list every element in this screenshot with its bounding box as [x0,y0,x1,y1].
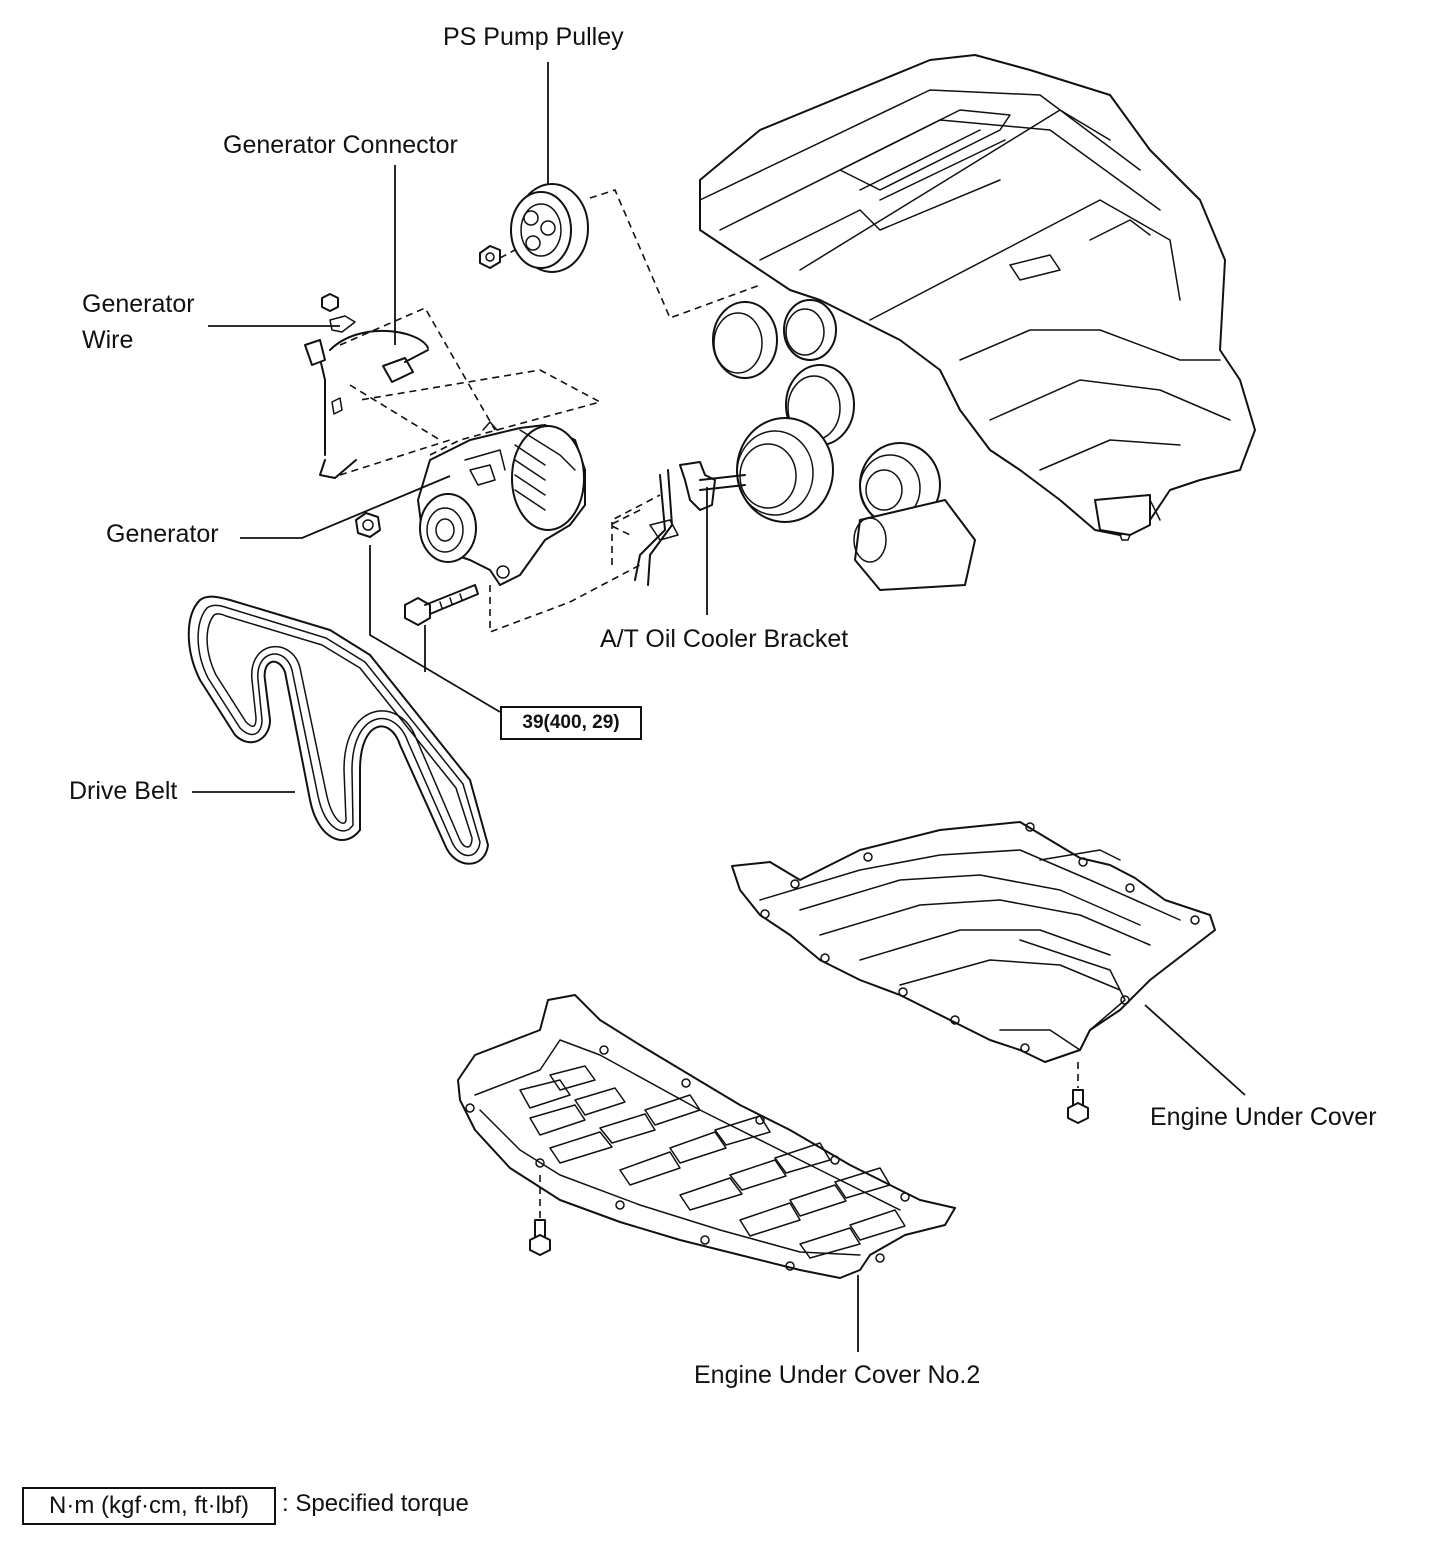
engine-under-cover-label: Engine Under Cover [1150,1103,1377,1131]
generator-label: Generator [106,520,219,548]
torque-spec-box: 39(400, 29) [500,706,642,740]
engine-under-cover-no2-label: Engine Under Cover No.2 [694,1361,981,1389]
generator-bolt [404,584,479,626]
legend-description: : Specified torque [282,1490,469,1517]
engine-block [699,54,1256,541]
drive-belt [187,595,489,865]
generator-wire-label-line2: Wire [82,326,134,354]
drive-belt-label: Drive Belt [69,777,178,805]
legend-unit-box: N·m (kgf·cm, ft·lbf) [22,1487,276,1525]
at-oil-cooler-bracket-label: A/T Oil Cooler Bracket [600,625,849,653]
generator-wire-label-line1: Generator [82,290,195,318]
leader-lines [192,62,1246,1352]
ps-pump-pulley [479,183,589,273]
engine-under-cover-no2 [457,994,956,1279]
engine-under-cover [731,821,1216,1063]
generator-wire [304,293,429,479]
generator-connector-label: Generator Connector [223,131,458,159]
at-oil-cooler-bracket [634,461,746,586]
generator-nut [355,512,381,538]
generator [417,421,586,586]
engine-under-cover-no2-bolt [529,1219,551,1256]
ps-pump-pulley-label: PS Pump Pulley [443,23,624,51]
engine-under-cover-bolt [1067,1089,1089,1124]
engine-pulleys [712,299,976,591]
